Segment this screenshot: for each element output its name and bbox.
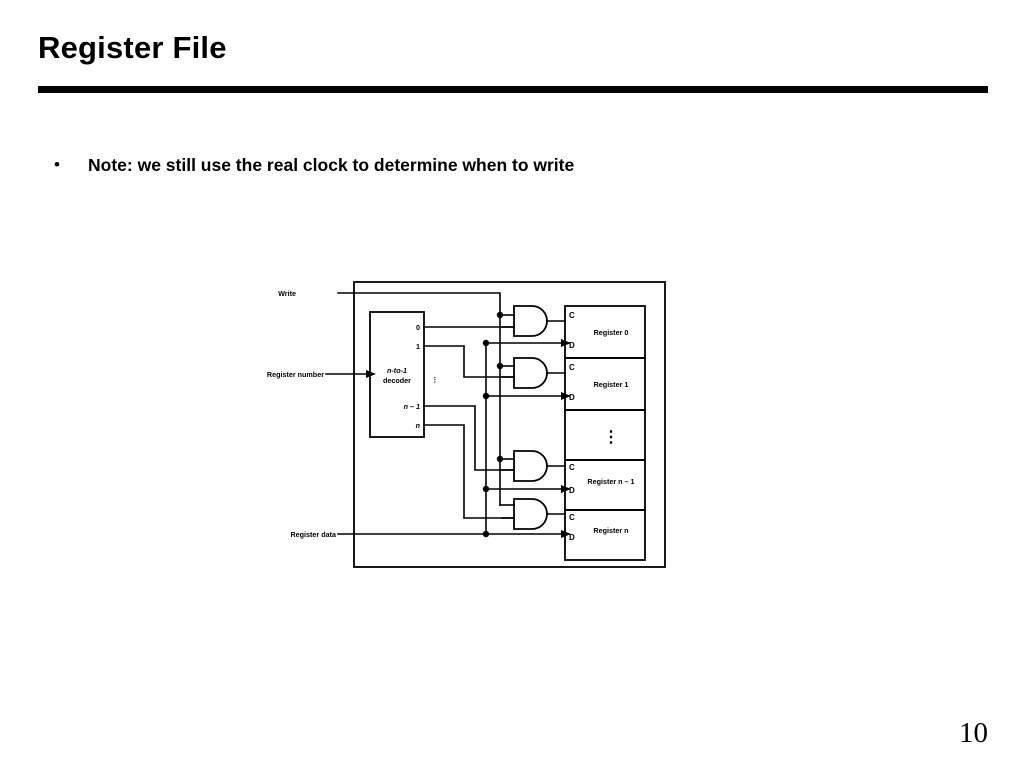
wire-junctions bbox=[482, 311, 504, 538]
register-1-label: Register 1 bbox=[594, 380, 629, 389]
register-n-1-label: Register n – 1 bbox=[587, 477, 634, 486]
decoder-out-n-wire bbox=[423, 424, 515, 519]
decoder-output-label-n: n bbox=[416, 421, 421, 430]
register-n-box bbox=[564, 509, 646, 561]
junction-data-reg0 bbox=[482, 339, 490, 347]
decoder-box bbox=[369, 311, 425, 438]
and-gate-n-1 bbox=[513, 450, 548, 482]
register-0-pin-c: C bbox=[569, 311, 575, 320]
register-0-label: Register 0 bbox=[594, 328, 629, 337]
junction-write-gate-n-1 bbox=[496, 455, 504, 463]
register-data-input-label: Register data bbox=[290, 530, 337, 539]
decoder-label-line1: n-to-1 bbox=[387, 366, 407, 375]
decoder-output-label-ellipsis: ⋮ bbox=[431, 375, 438, 384]
page-number: 10 bbox=[959, 717, 988, 749]
decoder-out-n-1-wire bbox=[423, 405, 515, 471]
register-number-input-label: Register number bbox=[267, 370, 324, 379]
bullet-item: • Note: we still use the real clock to d… bbox=[50, 152, 950, 178]
junction-data-reg-n-1 bbox=[482, 485, 490, 493]
and-gate-0 bbox=[513, 305, 548, 337]
write-input-label: Write bbox=[278, 289, 296, 298]
page-title: Register File bbox=[38, 30, 227, 65]
title-divider bbox=[38, 86, 988, 93]
decoder-label-line2: decoder bbox=[383, 376, 411, 385]
and-gate-n bbox=[513, 498, 548, 530]
data-arrow-d-0 bbox=[561, 339, 571, 347]
register-n-pin-c: C bbox=[569, 513, 575, 522]
decoder-out-1-wire bbox=[423, 345, 515, 378]
junction-write-gate0 bbox=[496, 311, 504, 319]
bullet-text: Note: we still use the real clock to det… bbox=[88, 155, 575, 175]
register-n-label: Register n bbox=[593, 526, 628, 535]
junction-data-reg1 bbox=[482, 392, 490, 400]
register-ellipsis-label: ⋮ bbox=[603, 429, 619, 446]
decoder-output-label-0: 0 bbox=[416, 323, 420, 332]
register-file-boundary bbox=[353, 281, 666, 568]
register-n-1-pin-d: D bbox=[569, 486, 575, 495]
bullet-marker: • bbox=[54, 155, 60, 174]
register-number-arrow bbox=[366, 370, 376, 378]
register-data-arrow-d-n bbox=[561, 530, 571, 538]
register-file-figure: Write Register number Register data n-to… bbox=[228, 270, 678, 575]
register-0-pin-d: D bbox=[569, 341, 575, 350]
register-1-pin-d: D bbox=[569, 393, 575, 402]
data-arrow-d-1 bbox=[561, 392, 571, 400]
decoder-output-label-n-1: n – 1 bbox=[404, 402, 420, 411]
junction-write-gate1 bbox=[496, 362, 504, 370]
and-gate-1 bbox=[513, 357, 548, 389]
data-arrow-d-n-1 bbox=[561, 485, 571, 493]
decoder-output-label-1: 1 bbox=[416, 342, 420, 351]
register-n-1-pin-c: C bbox=[569, 463, 575, 472]
register-1-pin-c: C bbox=[569, 363, 575, 372]
write-input-wire bbox=[337, 292, 501, 316]
register-n-pin-d: D bbox=[569, 533, 575, 542]
junction-data-reg-n bbox=[482, 530, 490, 538]
